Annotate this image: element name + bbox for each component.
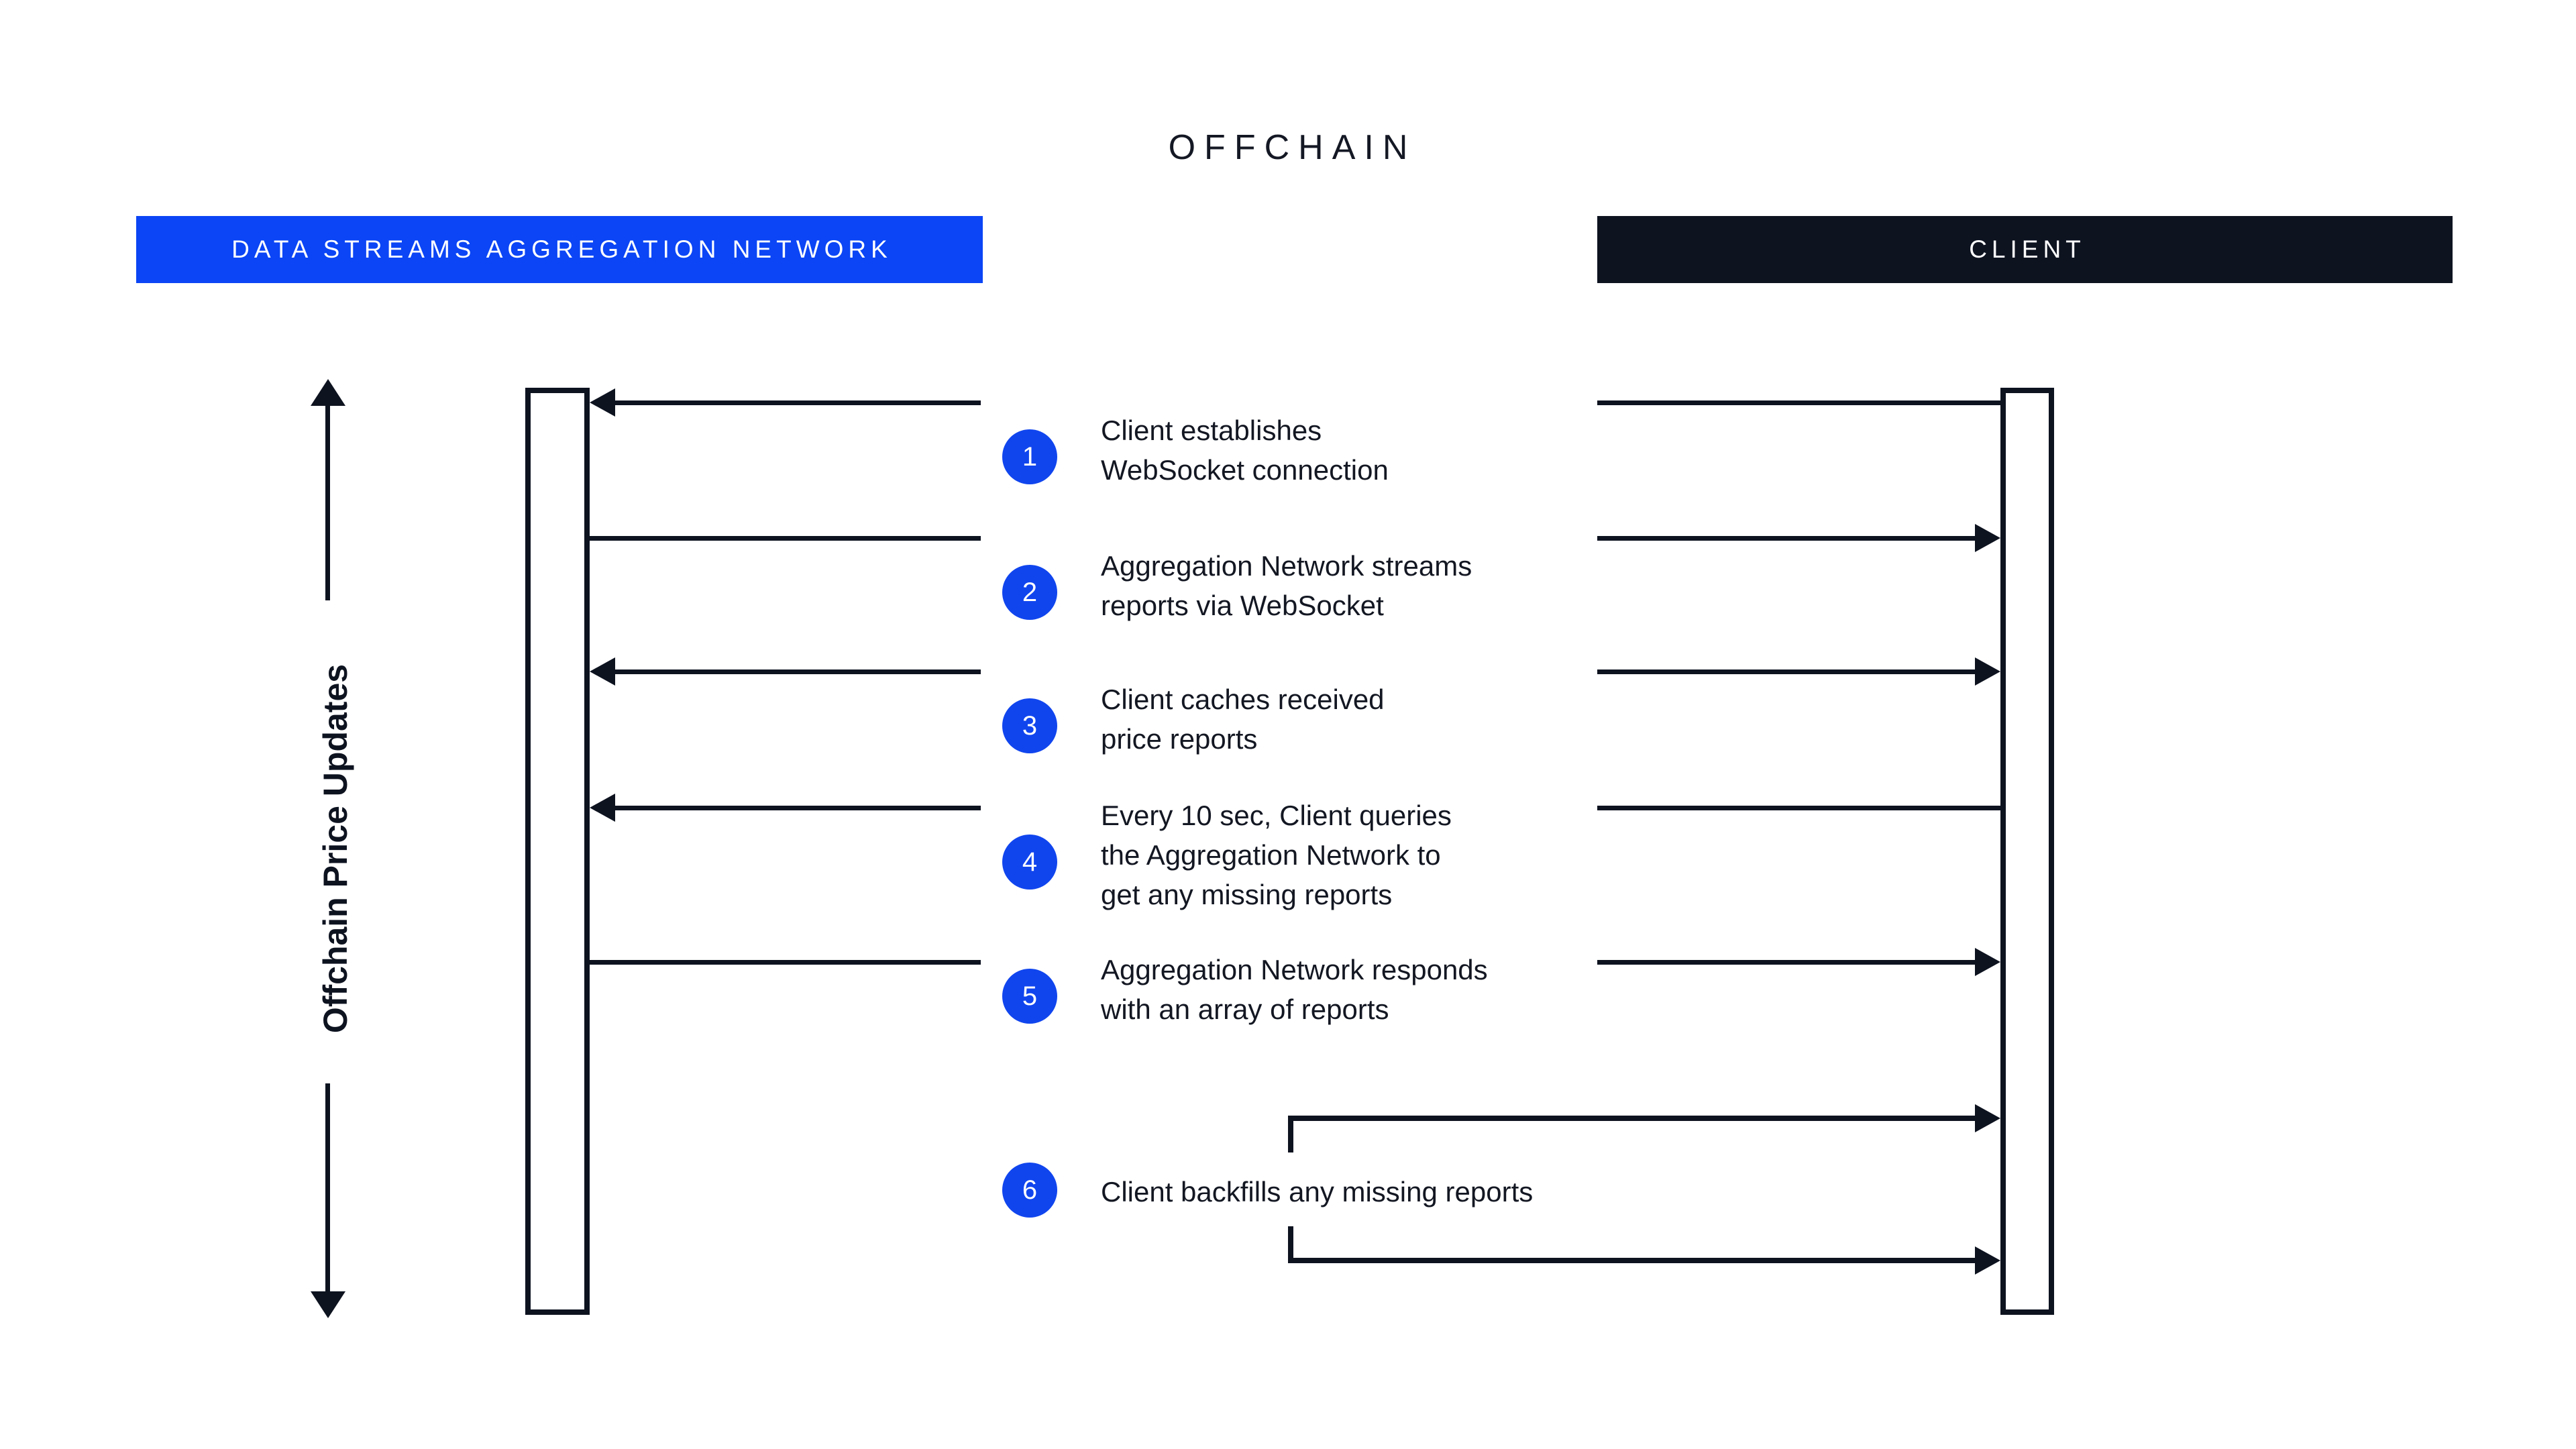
message-line-left-3 [615,669,981,674]
arrowhead-right-2 [1975,524,2000,552]
message-line-right-1 [1597,400,2000,405]
backfill-bracket-top-line [1288,1116,1975,1121]
message-line-left-4 [615,806,981,810]
backfill-bracket-bottom-line [1288,1258,1975,1263]
arrowhead-right-5 [1975,948,2000,976]
step-badge-2: 2 [1002,565,1057,620]
offchain-price-updates-axis: Offchain Price Updates [282,379,389,1318]
arrowhead-left-3 [590,657,615,686]
lane-header-network: DATA STREAMS AGGREGATION NETWORK [136,216,983,283]
axis-label-backdrop [294,600,368,1083]
step-text-5: Aggregation Network responds with an arr… [1101,954,1488,1025]
backfill-bracket-bottom-stub [1288,1226,1293,1263]
arrow-up-icon [311,379,345,406]
arrowhead-right-3 [1975,657,2000,686]
lifeline-client [2000,388,2054,1315]
backfill-bracket-top-stub [1288,1116,1293,1152]
step-number-3: 3 [1022,710,1038,741]
step-text-3: Client caches received price reports [1101,684,1385,755]
arrowhead-left-4 [590,794,615,822]
lifeline-network [525,388,590,1315]
page-title: OFFCHAIN [1168,128,1417,167]
arrowhead-left-1 [590,388,615,417]
message-line-left-1 [615,400,981,405]
step-number-2: 2 [1022,577,1038,607]
step-text-2: Aggregation Network streams reports via … [1101,550,1472,621]
step-badge-1: 1 [1002,429,1057,484]
lane-header-client: CLIENT [1597,216,2453,283]
step-text-4: Every 10 sec, Client queries the Aggrega… [1101,800,1452,910]
message-line-right-3 [1597,669,1975,674]
step-badge-5: 5 [1002,969,1057,1024]
message-line-right-5 [1597,960,1975,965]
step-text-1: Client establishes WebSocket connection [1101,415,1389,486]
step-number-4: 4 [1022,847,1038,877]
message-line-right-2 [1597,536,1975,541]
lane-header-client-label: CLIENT [1969,235,2086,263]
arrowhead-right-6a [1975,1104,2000,1132]
arrow-down-icon [311,1291,345,1318]
step-text-6: Client backfills any missing reports [1101,1176,1534,1208]
step-badge-3: 3 [1002,698,1057,753]
arrowhead-right-6b [1975,1246,2000,1275]
backfill-bracket-bottom [1288,1226,2000,1275]
step-badge-6: 6 [1002,1163,1057,1218]
step-number-5: 5 [1022,981,1038,1011]
axis-label: Offchain Price Updates [317,663,354,1034]
step-number-6: 6 [1022,1175,1038,1205]
message-line-left-2 [590,536,981,541]
step-badge-4: 4 [1002,835,1057,890]
lane-header-network-label: DATA STREAMS AGGREGATION NETWORK [231,235,892,263]
message-line-left-5 [590,960,981,965]
step-number-1: 1 [1022,441,1038,472]
message-line-right-4 [1597,806,2000,810]
backfill-bracket-top [1288,1104,2000,1152]
